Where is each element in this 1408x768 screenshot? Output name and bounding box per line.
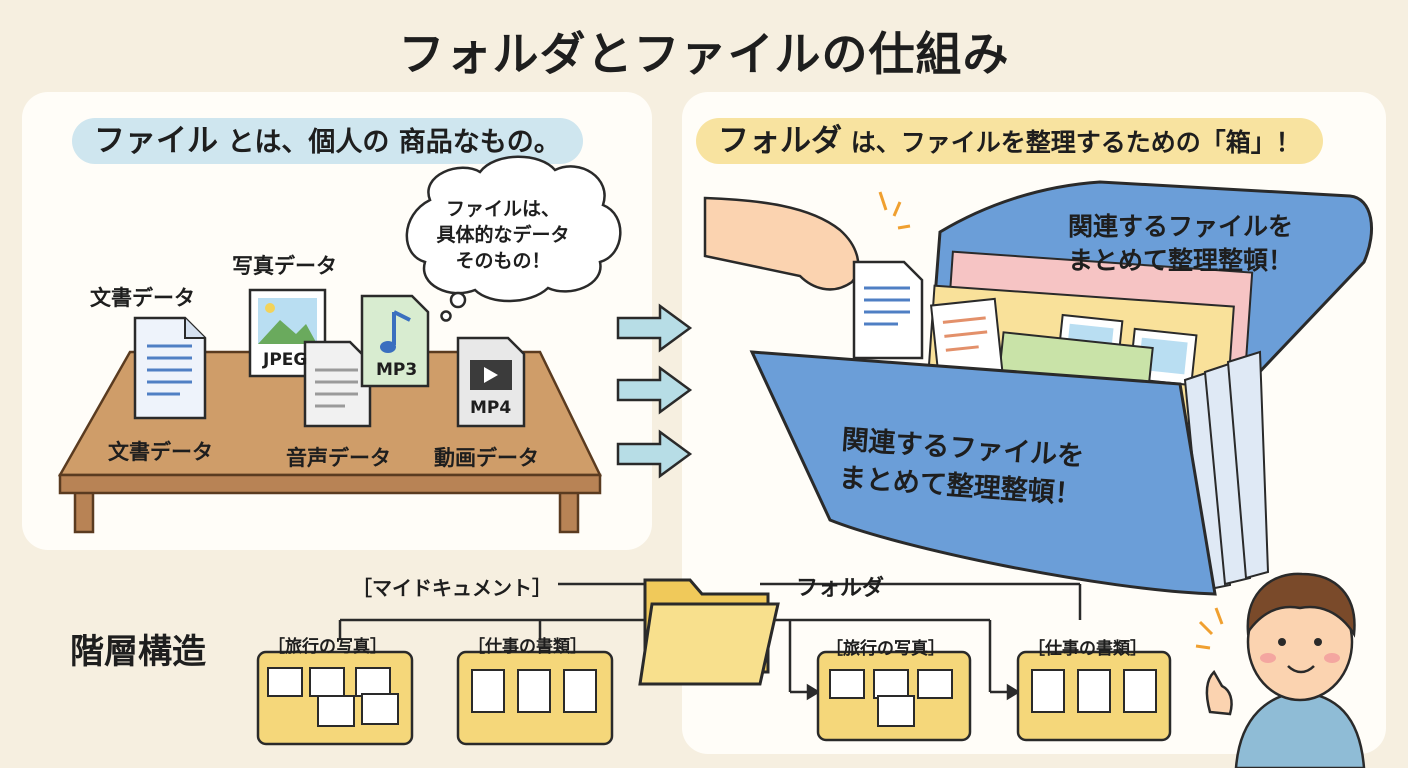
file-heading-rest: とは、個人の 商品なもの。 xyxy=(218,127,561,158)
hierarchy-title: 階層構造 xyxy=(70,632,206,672)
bubble-line: 具体的なデータ xyxy=(436,224,570,246)
hierarchy-root: ［マイドキュメント］ xyxy=(352,576,552,600)
hierarchy-connectors xyxy=(338,582,1082,701)
folder-heading-rest: は、ファイルを整理するための「箱」！ xyxy=(842,128,1301,157)
thought-bubble xyxy=(405,155,622,322)
flow-arrows xyxy=(616,303,693,479)
hierarchy-folder-label: フォルダ xyxy=(796,576,885,601)
video-file-icon xyxy=(456,336,526,428)
folder-heading: フォルダ は、ファイルを整理するための「箱」！ xyxy=(696,118,1323,164)
right-photo-box xyxy=(816,650,972,742)
bubble-line: そのもの！ xyxy=(455,250,551,272)
folder-back-text: 関連するファイルを まとめて整理整頓！ xyxy=(1068,210,1293,278)
left-photo-box xyxy=(256,650,414,746)
thought-bubble-text: ファイルは、 具体的なデータ そのもの！ xyxy=(408,196,598,274)
left-photo-box-label: ［旅行の写真］ xyxy=(268,637,387,657)
label-audio: 音声データ xyxy=(286,446,391,470)
bubble-line: ファイルは、 xyxy=(445,198,560,220)
file-heading-highlight: ファイル xyxy=(94,123,218,159)
right-document-box-label: ［仕事の書類］ xyxy=(1028,639,1147,659)
doc-file-icon xyxy=(133,316,207,420)
left-document-box-label: ［仕事の書類］ xyxy=(468,637,587,657)
folder-heading-highlight: フォルダ xyxy=(718,123,842,159)
right-photo-box-label: ［旅行の写真］ xyxy=(826,639,945,659)
label-doc-top: 文書データ xyxy=(90,286,195,310)
mp3-tag: MP3 xyxy=(376,360,418,380)
folder-icon xyxy=(638,578,780,686)
left-document-box xyxy=(456,650,614,746)
folder-back-line: まとめて整理整頓！ xyxy=(1068,246,1294,275)
person-pointing-icon xyxy=(1195,572,1366,768)
page-title: フォルダとファイルの仕組み xyxy=(398,27,1010,81)
file-heading: ファイル とは、個人の 商品なもの。 xyxy=(72,118,583,164)
label-photo: 写真データ xyxy=(232,254,337,278)
audio-doc-file-icon xyxy=(303,340,372,428)
music-file-icon xyxy=(360,294,430,388)
mp4-tag: MP4 xyxy=(470,398,512,418)
label-video: 動画データ xyxy=(434,446,539,470)
accordion-folder xyxy=(749,180,1373,596)
image-file-icon xyxy=(248,288,327,378)
label-doc-bottom: 文書データ xyxy=(108,440,213,464)
folder-back-line: 関連するファイルを xyxy=(1068,212,1294,241)
jpeg-tag: JPEG xyxy=(263,350,308,370)
hand-with-document-icon xyxy=(703,191,924,360)
right-document-box xyxy=(1016,650,1172,742)
